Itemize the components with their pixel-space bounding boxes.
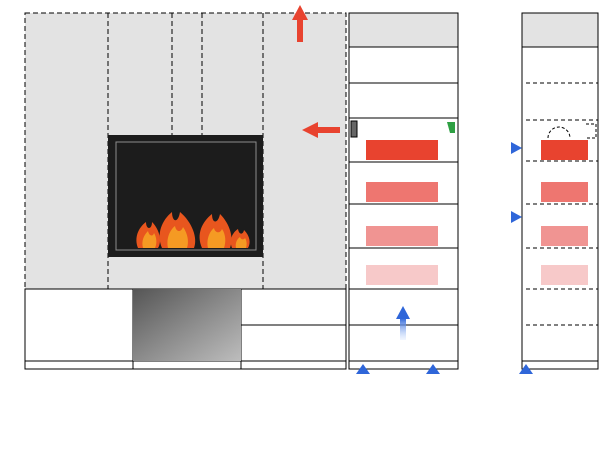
flame-2 bbox=[159, 212, 196, 248]
green-indicator-icon bbox=[447, 122, 455, 133]
side-heat-level-3 bbox=[541, 226, 588, 246]
flame-1 bbox=[136, 222, 160, 248]
side-heat-level-1 bbox=[541, 140, 588, 160]
arrow-right-icon bbox=[511, 211, 522, 223]
hot-air-inlet-arrow bbox=[302, 122, 340, 138]
heat-level-1 bbox=[366, 140, 438, 160]
arrow-up-icon bbox=[519, 364, 533, 374]
pipe-end-outline bbox=[586, 123, 597, 139]
lower-cabinet bbox=[24, 288, 347, 370]
pipe-outline bbox=[547, 126, 571, 139]
arrow-up-icon bbox=[356, 364, 370, 374]
glass-panel bbox=[133, 289, 241, 361]
flames bbox=[136, 212, 250, 248]
cool-air-arrow bbox=[396, 306, 410, 340]
side-heat-level-4 bbox=[541, 265, 588, 285]
arrow-up-icon bbox=[426, 364, 440, 374]
side-view-column bbox=[521, 12, 599, 370]
heat-level-3 bbox=[366, 226, 438, 246]
heat-level-2 bbox=[366, 182, 438, 202]
arrow-right-icon bbox=[511, 142, 522, 154]
vent-markers bbox=[356, 142, 533, 374]
heat-level-4 bbox=[366, 265, 438, 285]
column-top bbox=[348, 12, 459, 48]
cabinet-column bbox=[348, 12, 459, 370]
flame-3 bbox=[199, 214, 232, 248]
control-switch-icon bbox=[350, 120, 358, 138]
side-top bbox=[521, 12, 599, 48]
hot-air-outlet-arrow bbox=[292, 5, 308, 42]
chimney-duct bbox=[171, 13, 203, 135]
flame-4 bbox=[230, 229, 250, 248]
side-heat-level-2 bbox=[541, 182, 588, 202]
